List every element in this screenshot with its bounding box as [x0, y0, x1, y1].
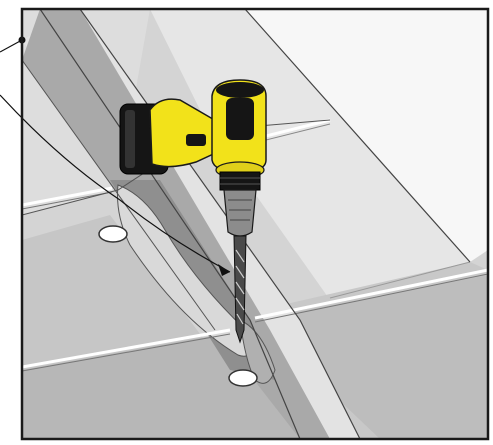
- callout-2-arrowhead: [218, 264, 230, 276]
- panel-lower-right-face: [255, 275, 488, 439]
- drill-top-cap: [216, 82, 264, 98]
- callout-2-line: [0, 94, 231, 273]
- rib-left-bottom: [22, 328, 231, 369]
- rib-right-mid: [329, 261, 471, 299]
- fastener-hole-lower: [228, 369, 258, 387]
- rib-left-bottom-edge: [22, 333, 231, 372]
- drill-gear-collar: [219, 171, 261, 191]
- drill-bit-flute: [235, 249, 245, 325]
- rib-left-top-edge: [22, 191, 113, 210]
- drill-chuck: [223, 189, 257, 237]
- upper-right-open-area: [245, 9, 488, 262]
- fastener-hole-upper: [98, 225, 128, 243]
- callout-1-line: [0, 39, 23, 53]
- drill-trigger: [186, 134, 206, 146]
- panel-edge-outline-4: [39, 9, 301, 439]
- panel-assembly: [22, 9, 488, 439]
- panel-edge-outline-2: [244, 9, 471, 263]
- drill-housing-vent: [226, 98, 254, 140]
- rib-right-bottom: [254, 268, 488, 320]
- rib-right-bottom-edge: [254, 273, 488, 323]
- callout-leaders: [0, 36, 231, 276]
- rib-left-top: [22, 186, 113, 207]
- drill-battery-latch: [125, 110, 135, 168]
- cordless-drill: [119, 79, 267, 344]
- illustration-frame: [20, 7, 490, 441]
- panel-edge-outline-5: [22, 59, 216, 331]
- cut-flap-lower: [239, 319, 276, 384]
